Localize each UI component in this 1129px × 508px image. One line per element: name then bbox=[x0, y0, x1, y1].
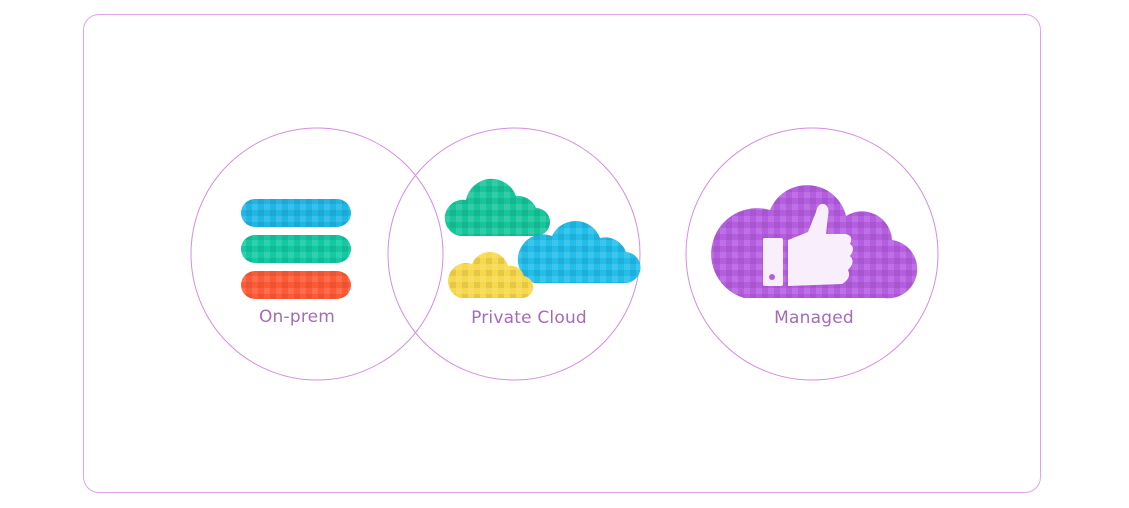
on-prem-label: On-prem bbox=[258, 307, 336, 327]
on-prem-circle bbox=[190, 127, 444, 381]
private-cloud-label: Private Cloud bbox=[471, 308, 587, 328]
diagram-frame bbox=[83, 14, 1041, 493]
managed-circle bbox=[685, 127, 939, 381]
multi-cloud-icon bbox=[444, 178, 641, 299]
managed-label: Managed bbox=[774, 308, 854, 328]
server-stack-icon bbox=[241, 199, 351, 299]
private-cloud-circle bbox=[387, 127, 641, 381]
cloud-thumbs-up-icon bbox=[711, 185, 918, 299]
